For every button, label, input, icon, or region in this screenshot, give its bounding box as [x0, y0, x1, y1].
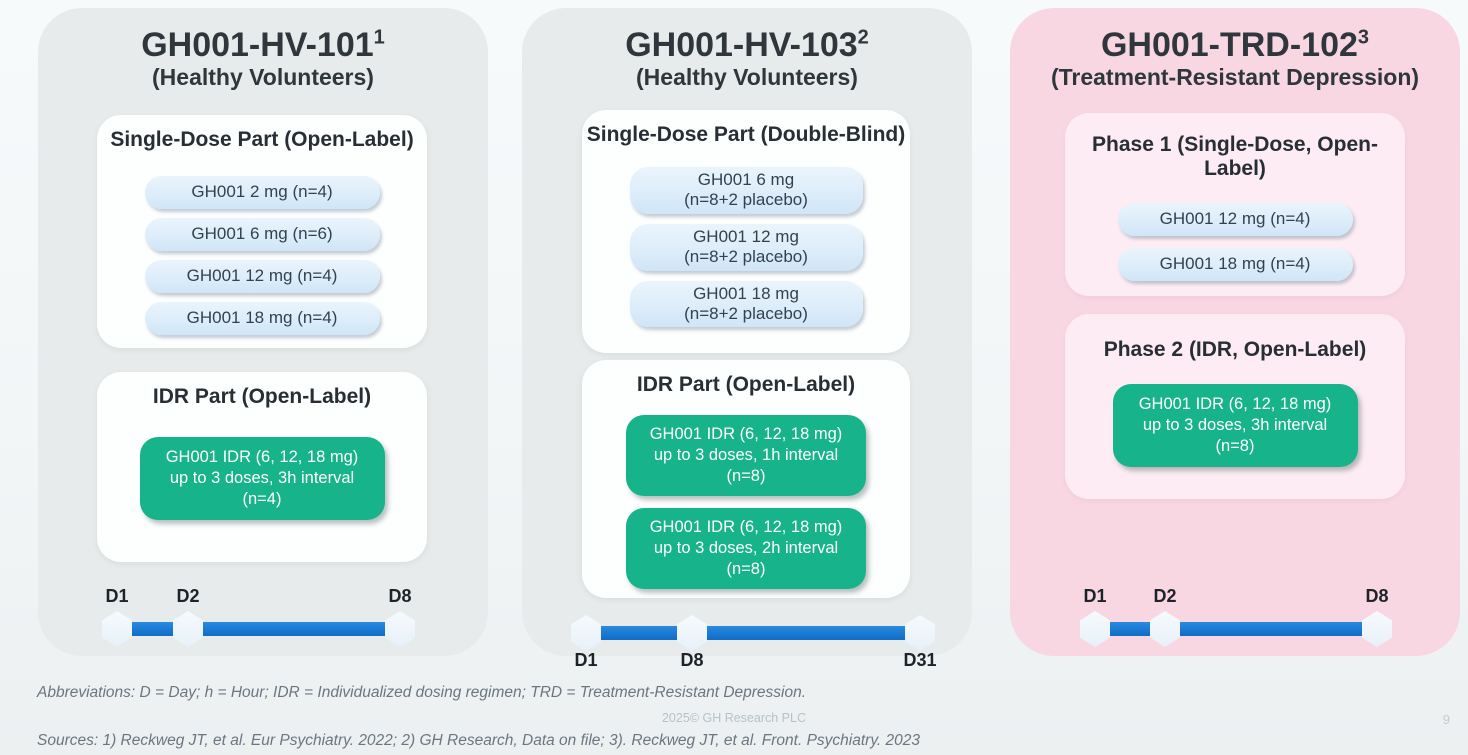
dose-pill: GH001 12 mg(n=8+2 placebo) [629, 223, 863, 271]
section-title: IDR Part (Open-Label) [636, 373, 856, 396]
timeline-marker-hexagon [1362, 611, 1392, 647]
timeline-day-label: D2 [176, 586, 200, 606]
dose-pill-list: GH001 6 mg(n=8+2 placebo) GH001 12 mg(n=8… [582, 167, 910, 328]
timeline-day-label: D31 [903, 650, 937, 670]
dose-pill-list: GH001 12 mg (n=4) GH001 18 mg (n=4) [1065, 203, 1405, 281]
section-title: Single-Dose Part (Double-Blind) [586, 123, 906, 146]
timeline-marker-hexagon [173, 611, 203, 647]
section-phase-2: Phase 2 (IDR, Open-Label) GH001 IDR (6, … [1065, 314, 1405, 499]
study-panel-gh001-hv-101: GH001-HV-1011 (Healthy Volunteers) Singl… [38, 8, 488, 656]
dose-pill: GH001 18 mg (n=4) [144, 302, 380, 335]
title-superscript: 2 [857, 26, 869, 49]
study-panel-gh001-hv-103: GH001-HV-1032 (Healthy Volunteers) Singl… [522, 8, 972, 670]
section-idr-part: IDR Part (Open-Label) GH001 IDR (6, 12, … [582, 360, 910, 598]
page-number: 9 [1442, 712, 1450, 727]
dose-pill: GH001 6 mg(n=8+2 placebo) [629, 167, 863, 214]
panel-title: GH001-HV-1032 [625, 26, 869, 64]
idr-regimen-box: GH001 IDR (6, 12, 18 mg)up to 3 doses, 2… [626, 507, 866, 589]
panel-subtitle: (Treatment-Resistant Depression) [1050, 63, 1420, 90]
dose-pill: GH001 6 mg (n=6) [144, 218, 380, 251]
section-title: IDR Part (Open-Label) [152, 385, 372, 408]
section-idr-part: IDR Part (Open-Label) GH001 IDR (6, 12, … [97, 372, 427, 562]
timeline-day-label: D8 [1365, 586, 1389, 606]
timeline-day-label: D2 [1153, 586, 1177, 606]
section-title: Single-Dose Part (Open-Label) [110, 128, 414, 151]
timeline-marker-hexagon [677, 615, 707, 651]
dose-pill-list: GH001 2 mg (n=4) GH001 6 mg (n=6) GH001 12… [97, 176, 427, 335]
dose-pill: GH001 12 mg (n=4) [144, 260, 380, 293]
idr-box-list: GH001 IDR (6, 12, 18 mg)up to 3 doses, 3… [1065, 384, 1405, 467]
panel-subtitle: (Healthy Volunteers) [636, 63, 858, 90]
timeline-marker-hexagon [1150, 611, 1180, 647]
study-timeline: D1 D8 D31 [522, 590, 972, 675]
section-single-dose-part: Single-Dose Part (Open-Label) GH001 2 mg… [97, 115, 427, 348]
panel-title: GH001-HV-1011 [141, 26, 385, 64]
sources-note: Sources: 1) Reckweg JT, et al. Eur Psych… [37, 732, 921, 749]
dose-pill: GH001 12 mg (n=4) [1117, 203, 1353, 236]
abbreviations-note: Abbreviations: D = Day; h = Hour; IDR = … [37, 684, 807, 701]
timeline-marker-hexagon [1080, 611, 1110, 647]
study-timeline: D1 D2 D8 [38, 586, 488, 671]
timeline-marker-hexagon [385, 611, 415, 647]
panel-title: GH001-TRD-1023 [1100, 26, 1370, 64]
timeline-bar [108, 622, 410, 636]
idr-regimen-box: GH001 IDR (6, 12, 18 mg)up to 3 doses, 3… [139, 437, 385, 520]
timeline-day-label: D1 [574, 650, 598, 670]
dose-pill: GH001 18 mg (n=4) [1117, 248, 1353, 281]
idr-regimen-box: GH001 IDR (6, 12, 18 mg)up to 3 doses, 1… [626, 415, 866, 496]
idr-regimen-box: GH001 IDR (6, 12, 18 mg)up to 3 doses, 3… [1112, 384, 1358, 467]
timeline-day-label: D8 [680, 650, 704, 670]
title-superscript: 3 [1357, 26, 1370, 49]
section-single-dose-part: Single-Dose Part (Double-Blind) GH001 6 … [582, 110, 910, 353]
study-timeline: D1 D2 D8 [1010, 586, 1460, 671]
copyright-note: 2025© GH Research PLC [661, 711, 806, 725]
dose-pill: GH001 2 mg (n=4) [144, 176, 380, 209]
timeline-marker-hexagon [905, 615, 935, 651]
timeline-marker-hexagon [102, 611, 132, 647]
timeline-marker-hexagon [571, 615, 601, 651]
idr-box-list: GH001 IDR (6, 12, 18 mg)up to 3 doses, 1… [582, 415, 910, 589]
timeline-bar [578, 626, 928, 640]
section-title: Phase 2 (IDR, Open-Label) [1103, 338, 1367, 361]
timeline-day-label: D1 [1083, 586, 1107, 606]
timeline-bar [1088, 622, 1385, 636]
title-superscript: 1 [373, 26, 385, 49]
timeline-day-label: D8 [388, 586, 412, 606]
dose-pill: GH001 18 mg(n=8+2 placebo) [629, 280, 863, 328]
idr-box-list: GH001 IDR (6, 12, 18 mg)up to 3 doses, 3… [97, 437, 427, 520]
section-phase-1: Phase 1 (Single-Dose, Open-Label) GH001 … [1065, 113, 1405, 296]
panel-subtitle: (Healthy Volunteers) [152, 63, 374, 90]
study-panel-gh001-trd-102: GH001-TRD-1023 (Treatment-Resistant Depr… [1010, 8, 1460, 656]
timeline-day-label: D1 [105, 586, 129, 606]
section-title: Phase 1 (Single-Dose, Open-Label) [1092, 133, 1378, 180]
